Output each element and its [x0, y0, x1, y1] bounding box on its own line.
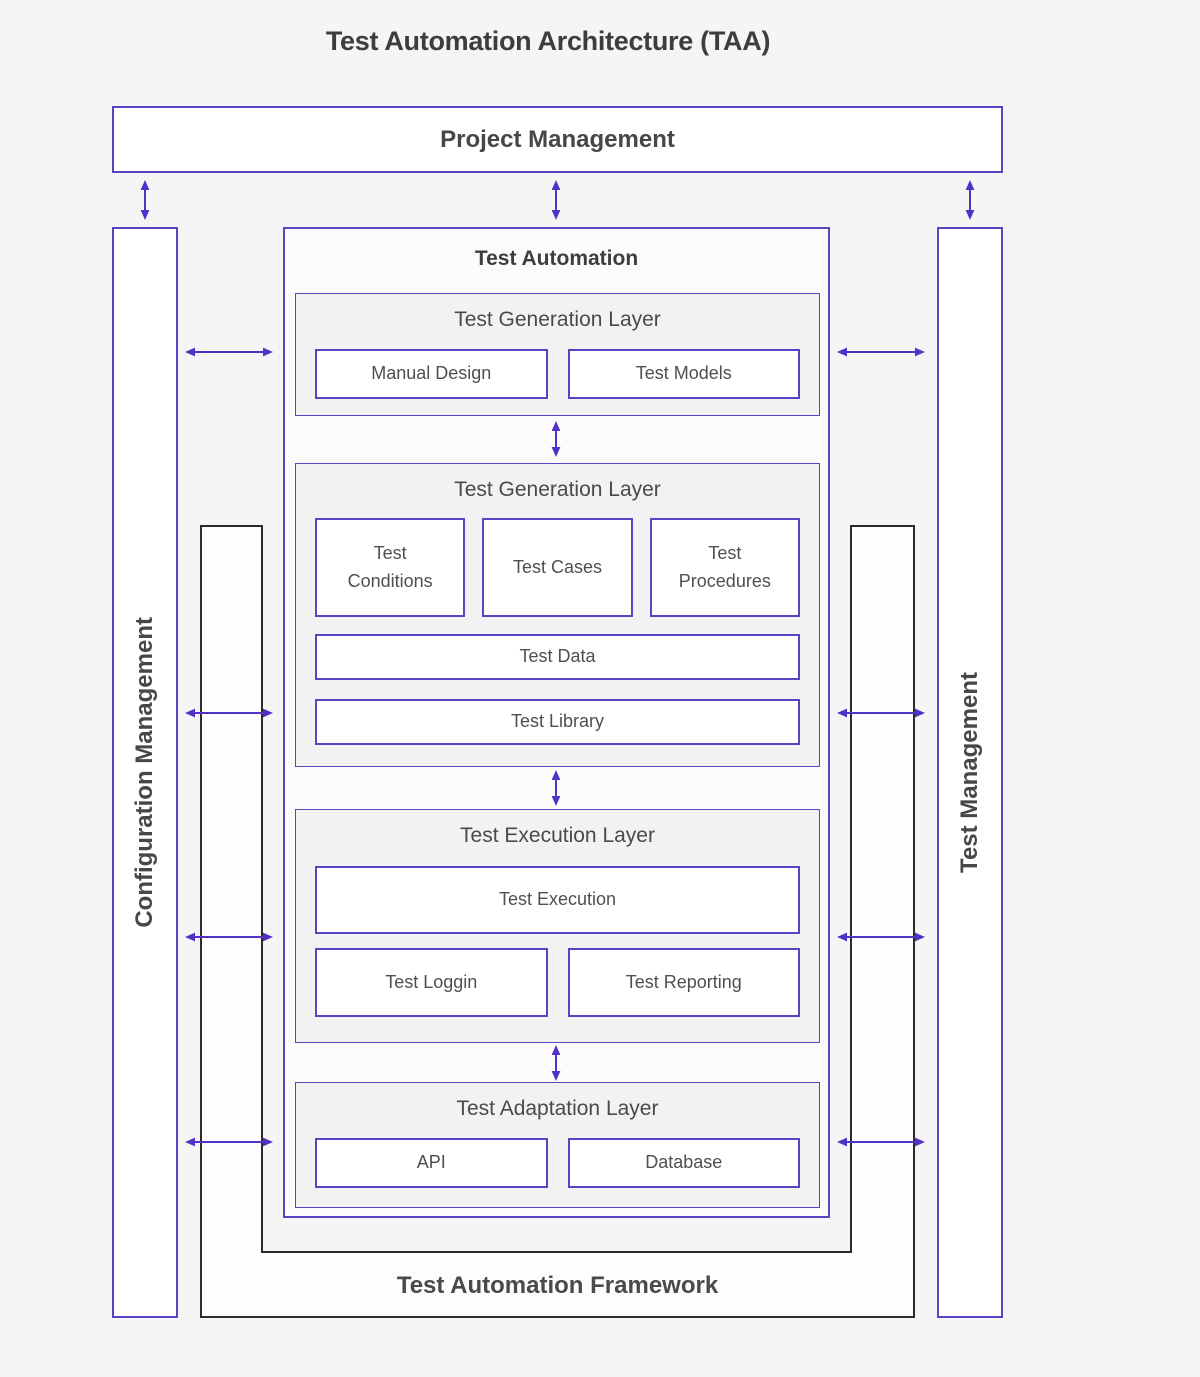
test-automation-title: Test Automation — [474, 247, 639, 270]
test-generation-layer-2: Test Generation Layer Test Conditions Te… — [295, 463, 820, 767]
project-management-label: Project Management — [440, 125, 675, 153]
test-execution-box: Test Execution — [315, 866, 800, 934]
framework-band-cap-right — [851, 525, 915, 527]
double-arrow-icon — [185, 347, 273, 357]
double-arrow-icon — [837, 932, 925, 942]
double-arrow-icon — [551, 770, 561, 806]
layer-item-row: Test Conditions Test Cases Test Procedur… — [315, 518, 800, 617]
configuration-management-label: Configuration Management — [131, 617, 158, 928]
arrow-pm-automation — [549, 179, 563, 221]
test-models-box: Test Models — [567, 349, 800, 399]
arrow-layer2-layer3 — [549, 769, 563, 807]
double-arrow-icon — [551, 421, 561, 457]
arrow-layer3-layer4 — [549, 1044, 563, 1082]
double-arrow-icon — [551, 1045, 561, 1081]
api-box: API — [315, 1138, 548, 1188]
double-arrow-icon — [140, 180, 150, 220]
arrow-layer1-layer2 — [549, 420, 563, 458]
database-box: Database — [567, 1138, 800, 1188]
test-reporting-box: Test Reporting — [567, 948, 800, 1017]
arrow-pm-config — [138, 179, 152, 221]
layer-item-row: Test Loggin Test Reporting — [315, 948, 800, 1017]
test-management-label: Test Management — [956, 672, 983, 873]
test-library-box: Test Library — [315, 699, 800, 745]
test-data-box: Test Data — [315, 634, 800, 680]
test-conditions-box: Test Conditions — [315, 518, 466, 617]
manual-design-box: Manual Design — [315, 349, 548, 399]
arrow-config-layer1 — [184, 345, 274, 359]
layer-title: Test Generation Layer — [454, 308, 661, 331]
arrow-testmgmt-layer1 — [836, 345, 926, 359]
double-arrow-icon — [837, 347, 925, 357]
layer-title: Test Execution Layer — [460, 824, 655, 847]
framework-band-cap-left — [200, 525, 263, 527]
arrow-config-layer4 — [184, 1135, 274, 1149]
arrow-testmgmt-layer4 — [836, 1135, 926, 1149]
double-arrow-icon — [185, 932, 273, 942]
layer-title: Test Adaptation Layer — [456, 1097, 659, 1120]
layer-item-row: API Database — [315, 1138, 800, 1188]
double-arrow-icon — [837, 1137, 925, 1147]
arrow-testmgmt-layer3 — [836, 930, 926, 944]
test-generation-layer-1: Test Generation Layer Manual Design Test… — [295, 293, 820, 416]
arrow-config-layer3 — [184, 930, 274, 944]
double-arrow-icon — [185, 1137, 273, 1147]
test-procedures-box: Test Procedures — [649, 518, 800, 617]
double-arrow-icon — [965, 180, 975, 220]
project-management-box: Project Management — [112, 106, 1003, 173]
arrow-pm-testmgmt — [963, 179, 977, 221]
configuration-management-box: Configuration Management — [112, 227, 178, 1318]
page-title: Test Automation Architecture (TAA) — [325, 26, 771, 56]
layer-title: Test Generation Layer — [454, 478, 661, 501]
test-execution-layer: Test Execution Layer Test Execution Test… — [295, 809, 820, 1043]
test-loggin-box: Test Loggin — [315, 948, 548, 1017]
arrow-config-layer2 — [184, 706, 274, 720]
double-arrow-icon — [551, 180, 561, 220]
framework-label: Test Automation Framework — [396, 1272, 719, 1299]
test-management-box: Test Management — [937, 227, 1003, 1318]
arrow-testmgmt-layer2 — [836, 706, 926, 720]
test-adaptation-layer: Test Adaptation Layer API Database — [295, 1082, 820, 1208]
double-arrow-icon — [185, 708, 273, 718]
layer-item-row: Manual Design Test Models — [315, 349, 800, 399]
test-cases-box: Test Cases — [482, 518, 633, 617]
double-arrow-icon — [837, 708, 925, 718]
